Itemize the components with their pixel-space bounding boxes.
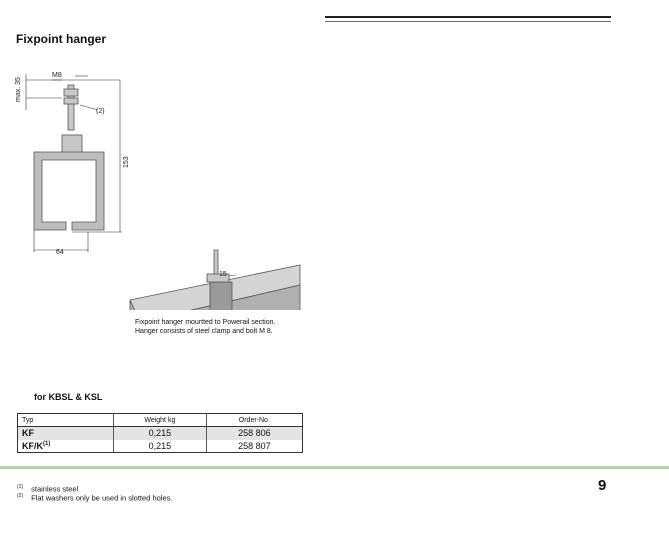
dim-max35: max. 35 xyxy=(15,77,22,102)
footnote: (2)Flat washers only be used in slotted … xyxy=(17,493,173,503)
header-rule-thin xyxy=(325,21,611,22)
cell-weight: 0,215 xyxy=(113,439,207,453)
footer-rule xyxy=(0,466,669,469)
table-row: KF 0,215 258 806 xyxy=(17,426,303,440)
page-title: Fixpoint hanger xyxy=(16,32,106,46)
dim-153: 153 xyxy=(123,156,130,168)
page-number: 9 xyxy=(598,477,607,494)
cell-order: 258 807 xyxy=(205,439,303,453)
hanger-drawing: M8 (2) max. 35 153 64 15 xyxy=(15,72,301,310)
header-typ: Typ xyxy=(17,413,114,427)
dim-washer-ref: (2) xyxy=(96,108,105,115)
section-subtitle: for KBSL & KSL xyxy=(34,392,103,402)
table-header: Typ Weight kg Order-No. xyxy=(17,413,303,427)
dim-m8: M8 xyxy=(52,72,62,79)
table-row: KF/K(1) 0,215 258 807 xyxy=(18,439,303,453)
header-order: Order-No. xyxy=(205,413,303,427)
cell-typ: KF/K(1) xyxy=(22,440,51,451)
footnote: (1)stainless steel xyxy=(17,484,79,494)
cell-order: 258 806 xyxy=(205,426,303,440)
caption-line: Fixpoint hanger mourtted to Powerail sec… xyxy=(135,319,276,326)
header-rule xyxy=(325,16,611,18)
dim-15: 15 xyxy=(219,271,227,278)
cell-typ: KF xyxy=(17,426,114,440)
figure-caption: Fixpoint hanger mourtted to Powerail sec… xyxy=(135,318,275,336)
spec-table: Typ Weight kg Order-No. KF 0,215 258 806… xyxy=(17,413,303,453)
header-weight: Weight kg xyxy=(113,413,207,427)
cell-weight: 0,215 xyxy=(113,426,207,440)
dim-64: 64 xyxy=(56,249,64,256)
caption-line: Hanger consists of steel clamp and bolt … xyxy=(135,328,273,335)
